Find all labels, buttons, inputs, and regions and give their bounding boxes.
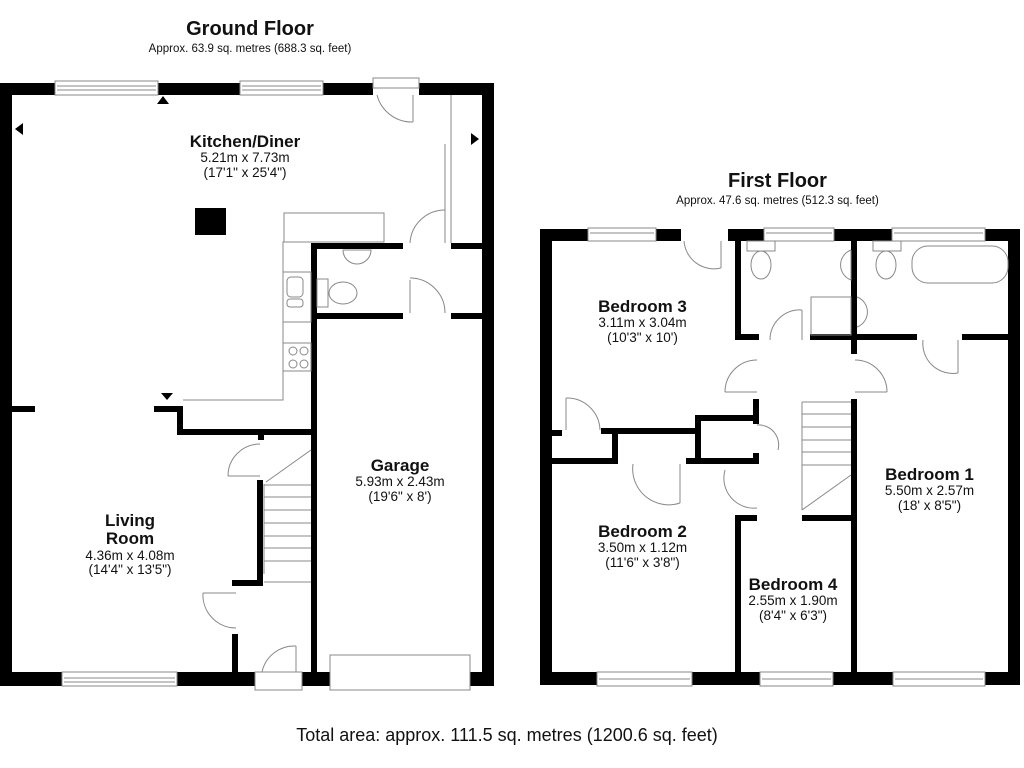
room-metric: 3.50m x 1.12m bbox=[597, 540, 688, 556]
room-imperial: (19'6" x 8') bbox=[368, 488, 432, 504]
room-name: Kitchen/Diner bbox=[189, 132, 301, 151]
ground-floor-arrows bbox=[15, 96, 479, 400]
ground-floor-stairs bbox=[263, 449, 312, 583]
ground-floor-title: Ground Floor Approx. 63.9 sq. metres (68… bbox=[120, 18, 380, 55]
ground-floor-wc bbox=[316, 249, 372, 308]
room-name-line2: Room bbox=[105, 529, 155, 549]
room-imperial: (10'3" x 10') bbox=[607, 329, 678, 345]
room-name: Bedroom 1 bbox=[885, 465, 974, 484]
room-imperial: (17'1" x 25'4") bbox=[203, 164, 287, 180]
room-label-bedroom-3: Bedroom 3 3.11m x 3.04m (10'3" x 10') bbox=[570, 297, 715, 346]
room-metric: 5.93m x 2.43m bbox=[355, 474, 445, 490]
room-label-living-room: Living Room 4.36m x 4.08m (14'4" x 13'5"… bbox=[60, 511, 200, 578]
room-label-bedroom-1: Bedroom 1 5.50m x 2.57m (18' x 8'5") bbox=[862, 465, 997, 514]
ground-floor-windows bbox=[54, 80, 471, 691]
room-metric: 2.55m x 1.90m bbox=[748, 593, 838, 609]
room-imperial: (11'6" x 3'8") bbox=[605, 554, 680, 570]
arrow-up-icon bbox=[157, 96, 169, 104]
arrow-down-icon bbox=[161, 393, 173, 400]
room-label-bedroom-4: Bedroom 4 2.55m x 1.90m (8'4" x 6'3") bbox=[735, 575, 851, 624]
room-label-kitchen-diner: Kitchen/Diner 5.21m x 7.73m (17'1" x 25'… bbox=[145, 132, 345, 181]
first-floor-plan bbox=[540, 227, 1020, 687]
ground-floor-walls bbox=[0, 83, 494, 686]
first-floor-stairs bbox=[801, 401, 852, 511]
ground-floor-heading: Ground Floor bbox=[186, 18, 314, 40]
room-imperial: (8'4" x 6'3") bbox=[758, 607, 827, 623]
room-metric: 4.36m x 4.08m bbox=[85, 547, 175, 563]
bathroom-fixtures bbox=[746, 240, 1009, 336]
room-label-garage: Garage 5.93m x 2.43m (19'6" x 8') bbox=[330, 456, 470, 505]
room-metric: 5.21m x 7.73m bbox=[200, 150, 290, 166]
kitchen-units bbox=[183, 208, 385, 401]
arrow-right-icon bbox=[471, 133, 479, 145]
total-area: Total area: approx. 111.5 sq. metres (12… bbox=[296, 725, 718, 745]
room-name: Garage bbox=[370, 456, 430, 475]
ground-floor-plan bbox=[0, 77, 494, 691]
room-label-bedroom-2: Bedroom 2 3.50m x 1.12m (11'6" x 3'8") bbox=[570, 522, 715, 571]
first-floor-heading: First Floor bbox=[728, 170, 827, 192]
first-floor-walls bbox=[540, 229, 1020, 685]
room-imperial: (14'4" x 13'5") bbox=[88, 562, 172, 578]
ground-floor-area: Approx. 63.9 sq. metres (688.3 sq. feet) bbox=[148, 43, 352, 55]
room-name: Bedroom 4 bbox=[748, 575, 838, 594]
room-name-line1: Living bbox=[104, 511, 156, 530]
first-floor-windows bbox=[587, 227, 986, 687]
first-floor-title: First Floor Approx. 47.6 sq. metres (512… bbox=[645, 170, 910, 207]
arrow-left-icon bbox=[15, 123, 23, 135]
room-metric: 5.50m x 2.57m bbox=[884, 483, 975, 499]
room-metric: 3.11m x 3.04m bbox=[598, 315, 687, 331]
first-floor-area: Approx. 47.6 sq. metres (512.3 sq. feet) bbox=[676, 195, 879, 207]
ground-floor-doors bbox=[202, 77, 452, 691]
room-imperial: (18' x 8'5") bbox=[897, 497, 962, 513]
first-floor-doors bbox=[565, 240, 959, 509]
room-name: Bedroom 3 bbox=[598, 297, 687, 316]
room-name: Bedroom 2 bbox=[598, 522, 687, 541]
